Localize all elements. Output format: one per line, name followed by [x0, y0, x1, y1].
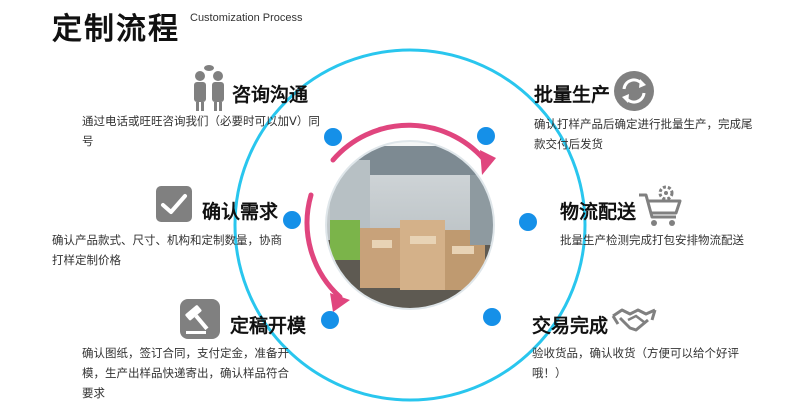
step-desc-confirm: 确认产品款式、尺寸、机构和定制数量，协商打样定制价格 — [52, 233, 282, 267]
node-consult — [324, 128, 342, 146]
step-desc-produce: 确认打样产品后确定进行批量生产，完成尾款交付后发货 — [534, 117, 753, 151]
step-desc-logistics: 批量生产检测完成打包安排物流配送 — [560, 233, 744, 247]
step-title-finalize: 定稿开模 — [230, 315, 307, 337]
page-title: 定制流程 — [52, 12, 180, 47]
node-complete — [483, 308, 501, 326]
node-logistics — [519, 213, 537, 231]
top-arrow-head — [480, 150, 496, 175]
checkbox-icon — [150, 180, 198, 228]
gavel-icon — [176, 295, 224, 343]
page-subtitle: Customization Process — [190, 12, 303, 24]
outer-ring — [233, 48, 587, 402]
step-desc-finalize: 确认图纸，签订合同，支付定金，准备开模，生产出样品快递寄出，确认样品符合要求 — [82, 346, 289, 400]
step-title-complete: 交易完成 — [532, 315, 609, 337]
top-arrow-arc — [330, 122, 490, 166]
node-finalize — [321, 311, 339, 329]
warehouse-photo — [326, 141, 494, 309]
step-title-produce: 批量生产 — [534, 84, 611, 106]
business-meeting-icon — [185, 64, 233, 112]
step-desc-consult: 通过电话或旺旺咨询我们（必要时可以加V）同号 — [82, 114, 320, 148]
handshake-icon — [610, 296, 658, 344]
node-confirm — [283, 211, 301, 229]
step-title-consult: 咨询沟通 — [232, 84, 309, 106]
step-title-confirm: 确认需求 — [202, 201, 279, 223]
cart-gear-icon — [636, 183, 684, 231]
step-title-logistics: 物流配送 — [560, 201, 637, 223]
left-arrow-head — [330, 293, 350, 312]
production-cycle-icon — [610, 67, 658, 115]
step-desc-complete: 验收货品，确认收货（方便可以给个好评哦！） — [532, 346, 739, 380]
node-produce — [477, 127, 495, 145]
left-arrow-arc — [304, 192, 343, 300]
